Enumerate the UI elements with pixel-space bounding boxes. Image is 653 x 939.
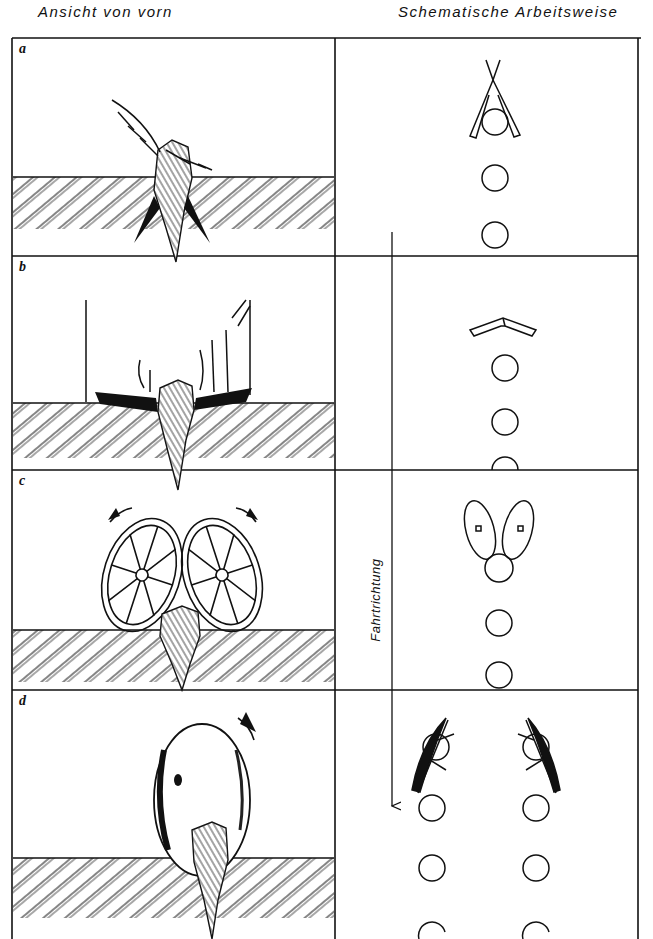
panel-letter: a: [19, 41, 26, 56]
panel-letter: d: [19, 693, 26, 708]
column-heading: Schematische Arbeitsweise: [398, 4, 618, 21]
direction-label: Fahrtrichtung: [370, 556, 384, 643]
panel-letter: c: [19, 473, 25, 488]
panel-letter: b: [19, 259, 26, 274]
column-heading: Ansicht von vorn: [38, 4, 173, 21]
